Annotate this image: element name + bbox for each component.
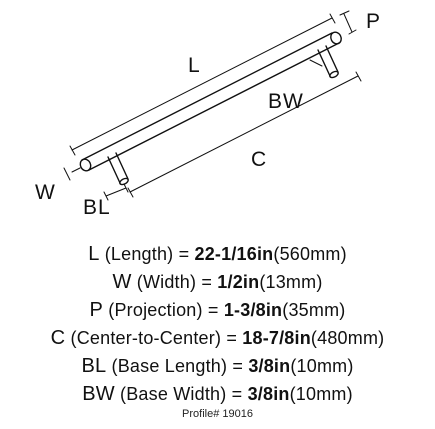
dimension-W xyxy=(63,167,81,181)
label-W: W xyxy=(35,181,56,204)
dimension-C xyxy=(129,75,359,193)
label-C: C xyxy=(251,148,268,171)
label-P: P xyxy=(366,10,382,33)
spec-projection: P (Projection) = 1-3/8in(35mm) xyxy=(89,299,346,321)
spec-center-to-center: C (Center-to-Center) = 18-7/8in(480mm) xyxy=(50,327,385,349)
spec-base-length: BL (Base Length) = 3/8in(10mm) xyxy=(81,355,354,377)
bar-left-end xyxy=(79,158,92,172)
spec-length: L (Length) = 22-1/16in(560mm) xyxy=(88,243,347,265)
right-post xyxy=(317,45,339,77)
dimension-P xyxy=(343,13,353,33)
left-post xyxy=(107,152,129,184)
dimension-BL xyxy=(103,183,129,201)
left-post-base xyxy=(119,177,129,186)
label-L: L xyxy=(188,54,201,77)
spec-width: W (Width) = 1/2in(13mm) xyxy=(112,271,323,293)
profile-number: Profile# 19016 xyxy=(182,408,253,420)
bar-outline xyxy=(81,32,340,171)
label-BL: BL xyxy=(83,196,111,219)
right-post-base xyxy=(329,70,339,79)
dimension-specs: L (Length) = 22-1/16in(560mm) W (Width) … xyxy=(0,240,435,408)
pull-dimension-diagram xyxy=(63,10,362,201)
label-BW: BW xyxy=(268,90,304,113)
dimension-BW xyxy=(309,59,323,67)
bar-right-end xyxy=(330,31,342,45)
spec-base-width: BW (Base Width) = 3/8in(10mm) xyxy=(82,383,353,405)
dimension-L xyxy=(71,17,333,151)
